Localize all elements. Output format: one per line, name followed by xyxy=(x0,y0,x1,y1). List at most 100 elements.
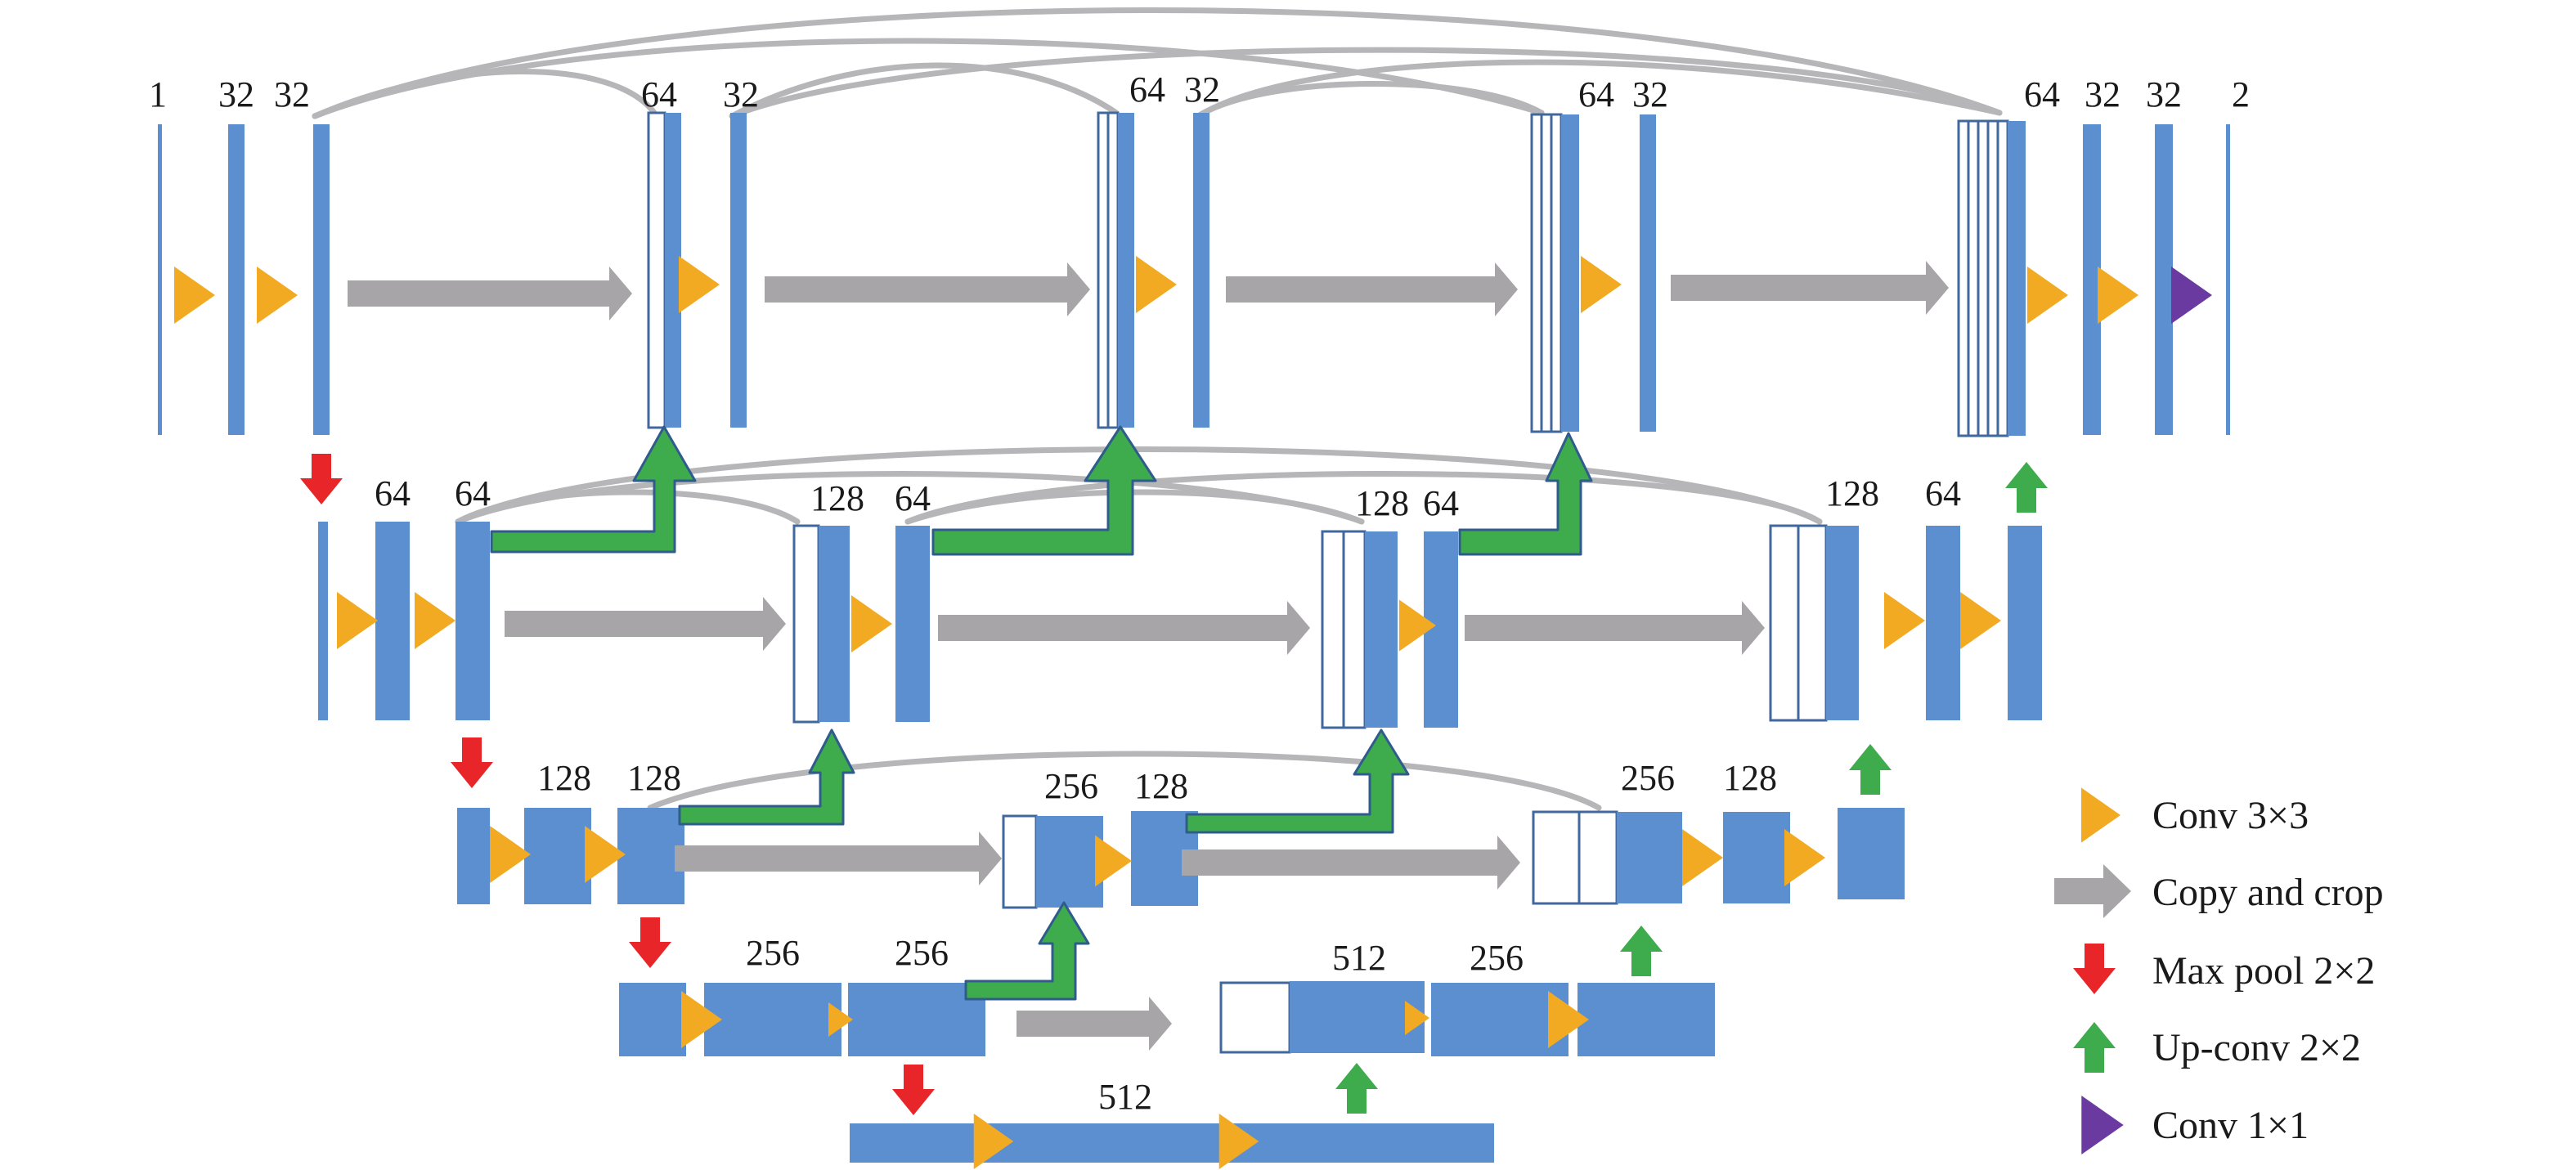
copied-feature-map xyxy=(1321,530,1345,729)
output-map xyxy=(2226,124,2230,435)
up-conv-arrow xyxy=(1458,432,1593,556)
max-pool-icon xyxy=(629,917,671,968)
up-conv-arrows xyxy=(490,425,1593,1001)
legend-item-copy-crop: Copy and crop xyxy=(2054,864,2384,918)
feature-map xyxy=(1640,114,1656,432)
conv-3x3-icon xyxy=(851,595,892,652)
up-conv-icon xyxy=(1620,926,1663,976)
feature-map xyxy=(1577,983,1715,1056)
channel-label: 512 xyxy=(1098,1077,1152,1117)
channel-label: 64 xyxy=(1578,74,1614,114)
copy-crop-arrow xyxy=(765,262,1090,316)
copy-crop-arrow xyxy=(1465,601,1765,655)
copy-crop-arrow xyxy=(1016,997,1172,1051)
conv-3x3-icon xyxy=(679,256,720,313)
channel-label: 64 xyxy=(2024,74,2060,114)
copied-feature-map xyxy=(1540,113,1553,433)
copied-feature-map xyxy=(1769,524,1800,722)
level-5: 512 xyxy=(850,1077,1494,1169)
copy-crop-arrow xyxy=(1182,836,1520,890)
copy-crop-arrow xyxy=(1226,262,1518,316)
channel-label: 32 xyxy=(1632,74,1668,114)
feature-map xyxy=(1290,981,1425,1053)
copy-crop-arrow xyxy=(1671,261,1949,315)
channel-label: 64 xyxy=(455,473,491,513)
conv-3x3-icon xyxy=(2027,267,2068,324)
feature-map xyxy=(1617,812,1682,903)
conv-3x3-icon xyxy=(337,592,378,649)
copy-crop-arrow xyxy=(938,601,1310,655)
channel-label: 64 xyxy=(375,473,411,513)
feature-map xyxy=(524,808,591,904)
max-pool-icon xyxy=(451,737,493,788)
channel-label: 128 xyxy=(627,758,681,798)
copied-feature-map xyxy=(1986,119,1999,437)
legend-label: Conv 3×3 xyxy=(2152,794,2309,837)
channel-label: 128 xyxy=(810,478,864,518)
feature-map xyxy=(375,522,410,720)
copied-feature-map xyxy=(1550,113,1563,433)
channel-label: 128 xyxy=(1723,758,1777,798)
purple-triangle-icon xyxy=(2081,1096,2124,1154)
feature-map xyxy=(848,983,985,1056)
conv-3x3-icon xyxy=(174,267,215,324)
feature-map xyxy=(1838,808,1905,899)
feature-map xyxy=(228,124,245,435)
copied-feature-map xyxy=(1532,810,1581,905)
legend-item-conv1x1: Conv 1×1 xyxy=(2081,1096,2309,1154)
conv-3x3-icon xyxy=(1136,256,1177,313)
feature-map xyxy=(1365,531,1398,728)
legend-label: Conv 1×1 xyxy=(2152,1104,2309,1147)
copied-feature-map xyxy=(647,111,666,429)
channel-label: 128 xyxy=(1825,473,1879,513)
feature-map xyxy=(665,113,681,428)
skip-connection-arcs xyxy=(312,7,2003,811)
channel-label: 64 xyxy=(1925,473,1961,513)
copied-feature-map xyxy=(1097,111,1110,429)
conv-3x3-icon xyxy=(1095,835,1132,887)
up-conv-arrow xyxy=(490,425,697,554)
channel-label: 128 xyxy=(1355,483,1409,523)
feature-map xyxy=(457,808,490,904)
channel-label: 512 xyxy=(1332,938,1386,978)
conv-3x3-icon xyxy=(1682,829,1723,886)
max-pool-icon xyxy=(300,454,343,504)
copied-feature-map xyxy=(1002,814,1038,909)
feature-map xyxy=(1561,114,1579,432)
channel-label: 64 xyxy=(641,74,677,114)
feature-map xyxy=(850,1123,1494,1163)
red-down-arrow-icon xyxy=(2073,944,2116,994)
legend-label: Copy and crop xyxy=(2152,871,2384,914)
copied-feature-map xyxy=(1342,530,1367,729)
copied-feature-map xyxy=(792,524,820,724)
copied-feature-map xyxy=(1957,119,1970,437)
up-conv-arrow xyxy=(1185,728,1410,834)
copied-feature-map xyxy=(1977,119,1990,437)
feature-map xyxy=(1036,816,1103,908)
level-4: 256 256 512 256 xyxy=(619,933,1715,1056)
channel-label: 128 xyxy=(1134,766,1188,806)
feature-map xyxy=(1926,526,1960,720)
channel-label: 256 xyxy=(1621,758,1675,798)
input-map xyxy=(158,124,162,435)
copied-feature-map xyxy=(1219,981,1291,1054)
channel-label: 256 xyxy=(895,933,949,973)
conv-1x1-icon xyxy=(2171,267,2212,324)
feature-map xyxy=(313,124,330,435)
up-conv-icon xyxy=(1335,1063,1378,1114)
level-3: 128 128 256 128 256 128 xyxy=(457,758,1905,909)
legend-item-up-conv: Up-conv 2×2 xyxy=(2073,1022,2361,1073)
up-conv-icon xyxy=(1849,744,1892,795)
feature-map xyxy=(2008,526,2042,720)
channel-label: 32 xyxy=(2085,74,2120,114)
feature-map xyxy=(1193,113,1209,428)
conv-3x3-icon xyxy=(1581,256,1622,313)
feature-map xyxy=(1118,113,1134,428)
conv-3x3-icon xyxy=(1884,592,1925,649)
legend-item-max-pool: Max pool 2×2 xyxy=(2073,944,2375,994)
legend-label: Up-conv 2×2 xyxy=(2152,1026,2361,1069)
up-conv-icon xyxy=(2005,462,2048,513)
channel-label: 32 xyxy=(2146,74,2182,114)
conv-3x3-icon xyxy=(1784,829,1825,886)
channel-label: 256 xyxy=(1470,938,1524,978)
